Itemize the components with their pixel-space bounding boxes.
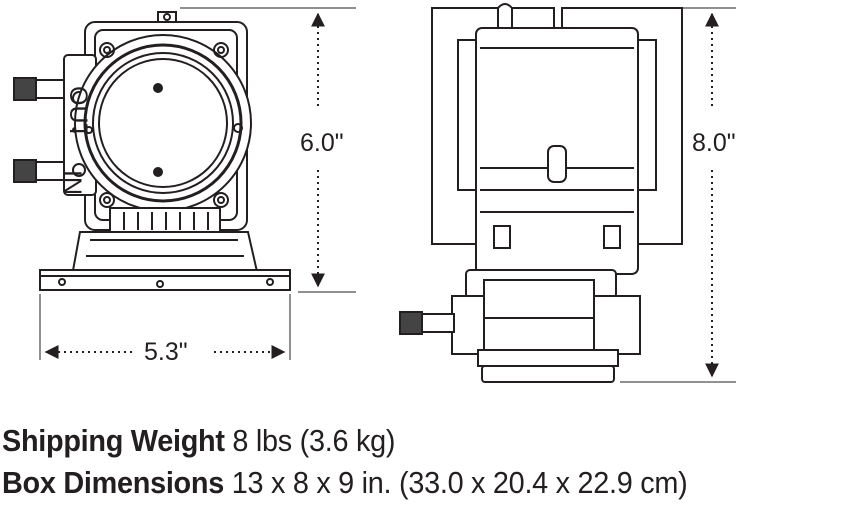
height-dimension-side [620,7,736,383]
height-dimension-front [180,7,356,293]
out-port-label: OUT [64,86,92,139]
height-label-side: 8.0" [692,129,736,157]
shipping-weight-value: 8 lbs (3.6 kg) [232,423,396,458]
box-dimensions-label: Box Dimensions [2,465,224,500]
height-label-front: 6.0" [300,129,344,157]
spec-block: Shipping Weight 8 lbs (3.6 kg) Box Dimen… [2,420,688,504]
front-view-pump [13,11,291,291]
shipping-weight-line: Shipping Weight 8 lbs (3.6 kg) [2,420,687,462]
width-dimension-front [39,294,291,360]
shipping-weight-label: Shipping Weight [2,423,225,458]
side-view-pump [399,3,683,383]
box-dimensions-value: 13 x 8 x 9 in. (33.0 x 20.4 x 22.9 cm) [231,465,688,500]
box-dimensions-line: Box Dimensions 13 x 8 x 9 in. (33.0 x 20… [2,462,688,504]
in-port-label: IN [58,170,86,195]
width-label-front: 5.3" [144,338,188,366]
pump-dimension-drawing: OUT IN 6.0" 5.3" [13,3,736,383]
